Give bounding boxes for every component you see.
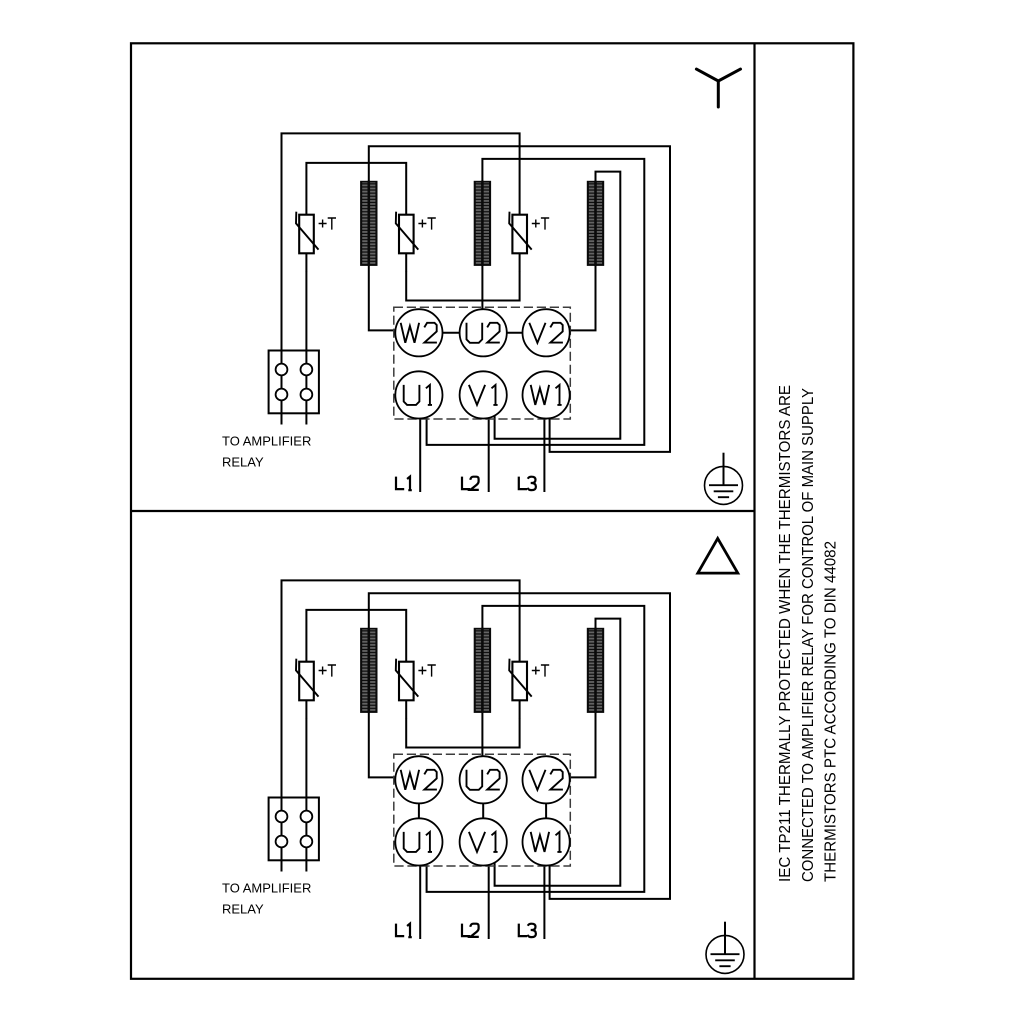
svg-text:THERMISTORS PTC ACCORDING TO D: THERMISTORS PTC ACCORDING TO DIN 44082 xyxy=(822,541,839,882)
svg-text:IEC TP211 THERMALLY PROTECTED: IEC TP211 THERMALLY PROTECTED WHEN THE T… xyxy=(777,385,794,882)
svg-text:CONNECTED TO AMPLIFIER RELAY F: CONNECTED TO AMPLIFIER RELAY FOR CONTROL… xyxy=(800,388,817,882)
